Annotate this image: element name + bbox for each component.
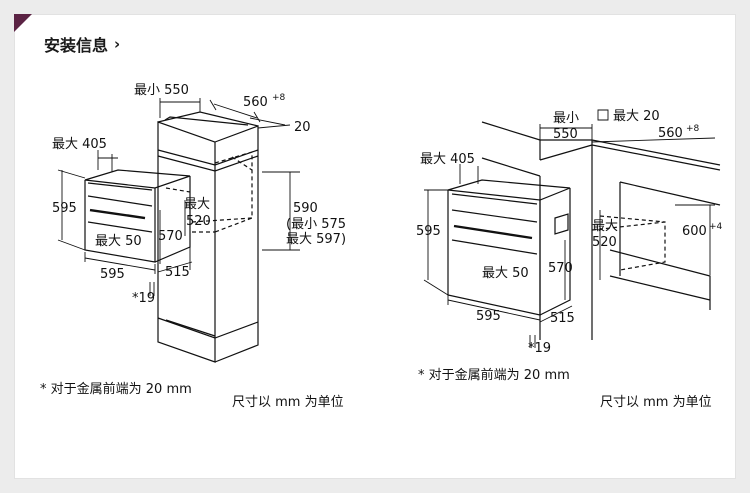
left-units-note: 尺寸以 mm 为单位 (232, 395, 344, 410)
right-labels: 最小 550 最大 20 560 +8 最大 405 595 最大 520 60… (416, 109, 723, 356)
right-max-50-label: 最大 50 (482, 266, 529, 281)
left-560-sup: +8 (272, 93, 286, 103)
right-max-word-label: 最大 (592, 219, 618, 234)
left-19-label: *19 (132, 291, 155, 306)
right-570-label: 570 (548, 261, 573, 276)
right-515-label: 515 (550, 311, 575, 326)
right-560-label: 560 (658, 126, 683, 141)
left-max-597-label: 最大 597) (286, 232, 346, 247)
left-max-405-label: 最大 405 (52, 137, 107, 152)
corner-decoration (14, 14, 32, 32)
right-520-label: 520 (592, 235, 617, 250)
left-cabinet (157, 111, 259, 363)
right-595-height-label: 595 (416, 224, 441, 239)
right-550-label: 550 (553, 127, 578, 142)
right-max-20-label: 最大 20 (613, 109, 660, 124)
right-max-405-label: 最大 405 (420, 152, 475, 167)
left-20-label: 20 (294, 120, 311, 135)
left-560-label: 560 (243, 95, 268, 110)
chevron-right-icon: › (114, 35, 121, 53)
right-units-note: 尺寸以 mm 为单位 (600, 395, 712, 410)
right-min-word-label: 最小 (553, 111, 579, 126)
left-max-50-label: 最大 50 (95, 234, 142, 249)
right-600-sup: +4 (709, 222, 723, 232)
section-header-link[interactable]: 安装信息 › (44, 33, 120, 55)
left-min-575-label: (最小 575 (286, 217, 346, 232)
right-595-width-label: 595 (476, 309, 501, 324)
left-min-550-label: 最小 550 (134, 83, 189, 98)
left-footnote: * 对于金属前端为 20 mm (40, 382, 192, 397)
left-595-width-label: 595 (100, 267, 125, 282)
content-panel (14, 14, 736, 479)
left-dimension-lines (57, 98, 300, 296)
left-590-label: 590 (293, 201, 318, 216)
right-560-sup: +8 (686, 124, 700, 134)
right-oven (447, 179, 571, 316)
left-515-label: 515 (165, 265, 190, 280)
left-570-label: 570 (158, 229, 183, 244)
left-labels: 最小 550 560 +8 20 最大 405 595 最大 520 570 最… (52, 83, 346, 306)
left-520-label: 520 (186, 214, 211, 229)
left-max-word-label: 最大 (184, 197, 210, 212)
right-19-label: *19 (528, 341, 551, 356)
right-diagram: 最小 550 最大 20 560 +8 最大 405 595 最大 520 60… (416, 109, 723, 356)
right-dimension-lines (423, 109, 716, 348)
left-595-height-label: 595 (52, 201, 77, 216)
left-oven (84, 169, 191, 263)
section-title: 安装信息 (44, 36, 109, 55)
right-600-label: 600 (682, 224, 707, 239)
left-diagram: 最小 550 560 +8 20 最大 405 595 最大 520 570 最… (52, 83, 346, 363)
right-footnote: * 对于金属前端为 20 mm (418, 368, 570, 383)
